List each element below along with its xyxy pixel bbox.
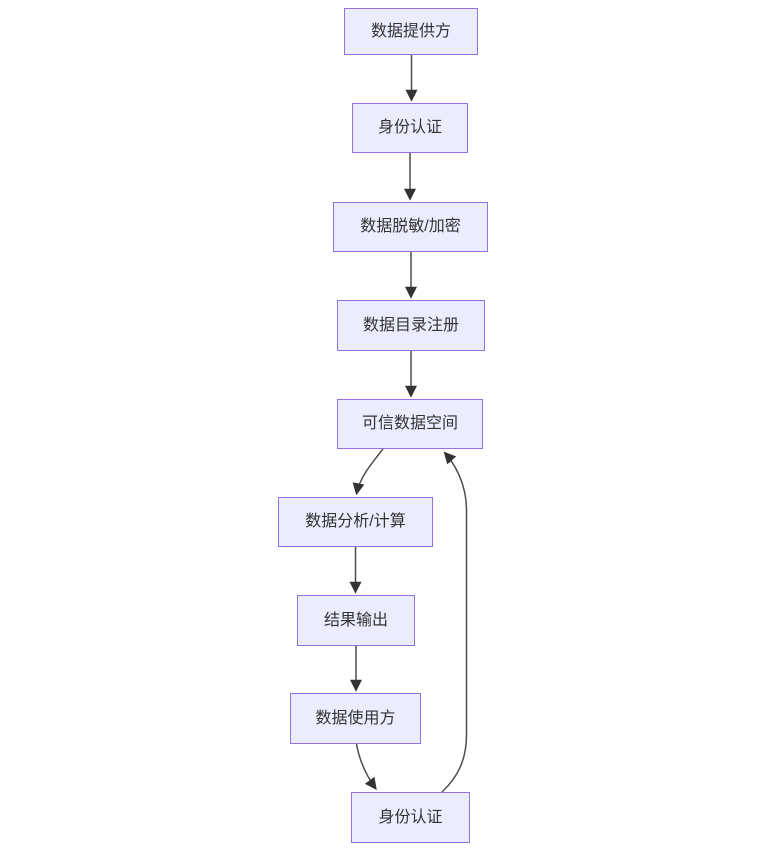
node-data-catalog-registration: 数据目录注册 [337, 300, 485, 351]
node-data-masking-encryption: 数据脱敏/加密 [333, 202, 488, 252]
node-label: 数据提供方 [370, 22, 451, 40]
node-identity-auth-bottom: 身份认证 [351, 792, 470, 843]
edge-trusted-space-to-analysis [352, 448, 384, 496]
node-label: 数据分析/计算 [305, 513, 406, 531]
node-label: 结果输出 [323, 611, 388, 629]
node-identity-auth-top: 身份认证 [352, 103, 468, 153]
node-label: 数据使用方 [315, 709, 396, 727]
node-label: 身份认证 [378, 808, 443, 826]
node-label: 数据目录注册 [362, 316, 459, 334]
node-data-provider: 数据提供方 [344, 8, 478, 55]
node-result-output: 结果输出 [297, 595, 415, 646]
edge-consumer-to-auth-bottom [355, 743, 377, 790]
node-data-consumer: 数据使用方 [290, 693, 421, 744]
node-label: 身份认证 [377, 119, 442, 137]
node-label: 数据脱敏/加密 [360, 218, 461, 236]
node-data-analysis-compute: 数据分析/计算 [278, 497, 433, 547]
edge-auth-bottom-to-trusted-space [441, 451, 468, 793]
node-label: 可信数据空间 [361, 415, 458, 433]
node-trusted-data-space: 可信数据空间 [337, 399, 483, 449]
